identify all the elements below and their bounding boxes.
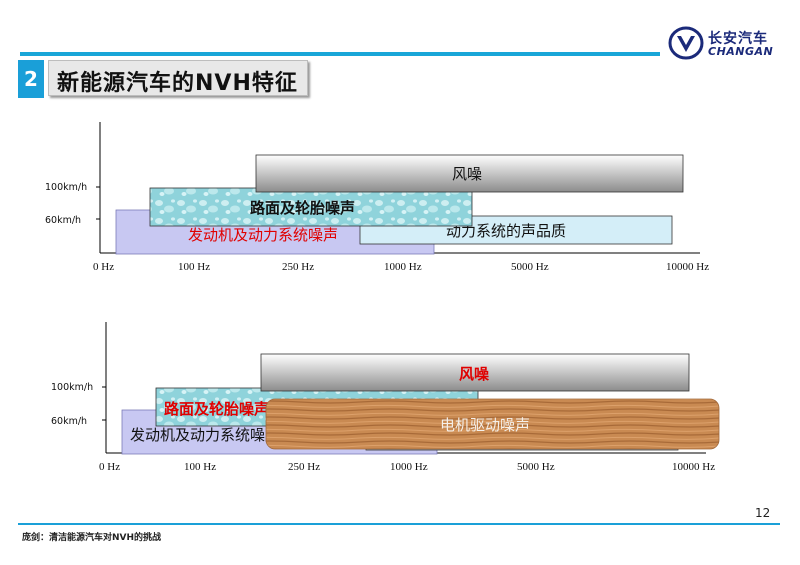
section-number: 2 <box>18 60 44 98</box>
slide-title: 2 新能源汽车的NVH特征 <box>18 60 308 98</box>
top-x-tick-0: 0 Hz <box>93 261 114 273</box>
top-band-engine-label: 发动机及动力系统噪声 <box>188 226 338 244</box>
bottom-x-tick-0: 0 Hz <box>99 461 120 473</box>
top-band-wind-label: 风噪 <box>452 165 482 183</box>
bottom-band-engine-label: 发动机及动力系统噪声 <box>130 426 280 444</box>
changan-v-logo-icon <box>668 26 704 60</box>
footer-source: 庞剑：清洁能源汽车对NVH的挑战 <box>22 533 162 543</box>
top-band-wind <box>255 154 684 193</box>
bottom-y-label-60: 60km/h <box>51 416 87 427</box>
diagram-bottom: 100km/h 60km/h 发动机及动力系统噪声 路面及轮胎噪声 风噪 电机驱… <box>51 322 720 473</box>
bottom-band-wind <box>260 353 690 392</box>
bottom-band-motor-label: 电机驱动噪声 <box>440 416 530 434</box>
top-y-label-100: 100km/h <box>45 182 87 193</box>
header-rule <box>20 52 660 56</box>
bottom-x-tick-100: 100 Hz <box>184 461 216 473</box>
bottom-x-tick-10000: 10000 Hz <box>672 461 715 473</box>
bottom-x-tick-1000: 1000 Hz <box>390 461 428 473</box>
changan-logo: 长安汽车 CHANGAN <box>668 26 780 60</box>
diagram-top: 100km/h 60km/h 发动机及动力系统噪声 动力系统的声品质 路面及轮胎… <box>45 122 709 273</box>
logo-text-cn: 长安汽车 <box>708 31 768 47</box>
footer-rule <box>18 523 780 525</box>
bottom-x-tick-5000: 5000 Hz <box>517 461 555 473</box>
bottom-y-label-100: 100km/h <box>51 382 93 393</box>
page-number: 12 <box>755 506 771 520</box>
top-band-powertrain-quality-label: 动力系统的声品质 <box>446 222 566 240</box>
top-band-road-tire-label: 路面及轮胎噪声 <box>250 199 355 217</box>
logo-text-en: CHANGAN <box>708 45 774 58</box>
top-x-tick-10000: 10000 Hz <box>666 261 709 273</box>
bottom-x-tick-250: 250 Hz <box>288 461 320 473</box>
top-x-tick-100: 100 Hz <box>178 261 210 273</box>
top-y-label-60: 60km/h <box>45 215 81 226</box>
bottom-band-wind-label: 风噪 <box>459 365 490 383</box>
top-band-road-tire <box>149 187 473 227</box>
top-x-tick-250: 250 Hz <box>282 261 314 273</box>
title-box: 新能源汽车的NVH特征 <box>48 60 308 96</box>
top-x-tick-5000: 5000 Hz <box>511 261 549 273</box>
page-title: 新能源汽车的NVH特征 <box>57 71 298 96</box>
bottom-band-motor <box>265 398 720 450</box>
bottom-band-road-tire-label: 路面及轮胎噪声 <box>164 400 269 418</box>
top-x-tick-1000: 1000 Hz <box>384 261 422 273</box>
